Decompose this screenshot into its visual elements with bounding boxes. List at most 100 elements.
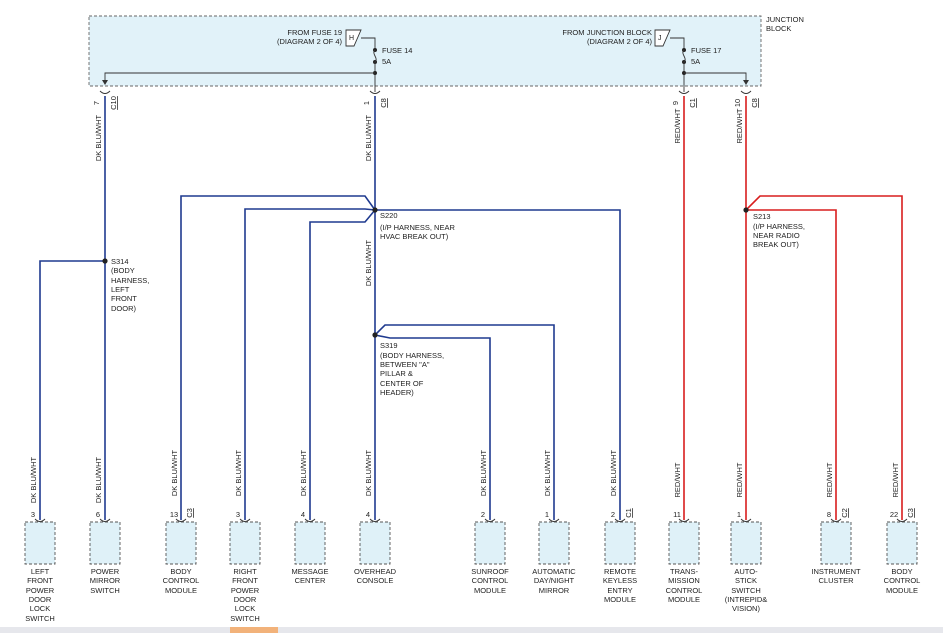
svg-text:DK BLU/WHT: DK BLU/WHT (234, 449, 243, 496)
svg-text:MODULE: MODULE (474, 586, 506, 595)
svg-text:ENTRY: ENTRY (607, 586, 632, 595)
svg-text:22: 22 (890, 510, 898, 519)
splice-s213: S213 (I/P HARNESS, NEAR RADIO BREAK OUT) (743, 207, 805, 249)
svg-text:DOOR): DOOR) (111, 304, 137, 313)
splice-s314: S314 (BODY HARNESS, LEFT FRONT DOOR) (102, 257, 149, 313)
svg-text:STICK: STICK (735, 576, 757, 585)
splice-s220: S220 (I/P HARNESS, NEAR HVAC BREAK OUT) (372, 207, 455, 241)
svg-text:13: 13 (170, 510, 178, 519)
svg-text:RED/WHT: RED/WHT (891, 462, 900, 497)
svg-text:KEYLESS: KEYLESS (603, 576, 637, 585)
svg-text:CENTER OF: CENTER OF (380, 379, 424, 388)
svg-text:FRONT: FRONT (27, 576, 53, 585)
svg-text:3: 3 (236, 510, 240, 519)
svg-text:(I/P HARNESS,: (I/P HARNESS, (753, 222, 805, 231)
svg-text:DK BLU/WHT: DK BLU/WHT (609, 449, 618, 496)
svg-text:RED/WHT: RED/WHT (673, 108, 682, 143)
svg-text:2: 2 (481, 510, 485, 519)
component-right-front-power-door-lock-switch: 3 RIGHT FRONT POWER DOOR LOCK SWITCH (229, 510, 261, 623)
source2-line2: (DIAGRAM 2 OF 4) (587, 37, 653, 46)
bottom-toolbar-accent (230, 627, 278, 633)
svg-text:MIRROR: MIRROR (539, 586, 570, 595)
component-instrument-cluster: 8 C2 INSTRUMENT CLUSTER (811, 508, 861, 585)
svg-text:LOCK: LOCK (235, 604, 255, 613)
source2-tag: J (658, 35, 662, 42)
svg-text:DK BLU/WHT: DK BLU/WHT (29, 456, 38, 503)
svg-text:SWITCH: SWITCH (230, 614, 260, 623)
svg-text:SWITCH: SWITCH (25, 614, 55, 623)
svg-text:1: 1 (545, 510, 549, 519)
svg-text:9: 9 (671, 101, 680, 105)
svg-text:CONSOLE: CONSOLE (357, 576, 394, 585)
svg-text:(BODY: (BODY (111, 266, 135, 275)
svg-text:MISSION: MISSION (668, 576, 700, 585)
source1-tag: H (349, 35, 354, 42)
top-connector-3: 9 C1 (671, 90, 697, 108)
svg-text:DK BLU/WHT: DK BLU/WHT (299, 449, 308, 496)
svg-text:BETWEEN "A": BETWEEN "A" (380, 360, 430, 369)
svg-text:LEFT: LEFT (31, 567, 50, 576)
svg-text:PILLAR &: PILLAR & (380, 369, 413, 378)
arrow-icon (743, 80, 749, 85)
svg-text:S220: S220 (380, 211, 398, 220)
component-transmission-control-module: 11 TRANS- MISSION CONTROL MODULE (666, 510, 703, 604)
svg-text:LOCK: LOCK (30, 604, 50, 613)
source2-connector-icon (654, 29, 671, 47)
svg-text:CENTER: CENTER (295, 576, 326, 585)
top-connector-2: 1 C8 (362, 90, 388, 108)
svg-text:BODY: BODY (170, 567, 191, 576)
svg-text:C8: C8 (750, 98, 759, 108)
svg-text:MODULE: MODULE (604, 595, 636, 604)
svg-text:RED/WHT: RED/WHT (825, 462, 834, 497)
svg-text:REMOTE: REMOTE (604, 567, 636, 576)
junction-block-label-2: BLOCK (766, 24, 791, 33)
svg-text:DK BLU/WHT: DK BLU/WHT (364, 449, 373, 496)
svg-text:AUTO-: AUTO- (734, 567, 758, 576)
svg-text:NEAR RADIO: NEAR RADIO (753, 231, 800, 240)
svg-text:MODULE: MODULE (165, 586, 197, 595)
svg-text:SWITCH: SWITCH (90, 586, 120, 595)
svg-text:C1: C1 (624, 508, 633, 518)
top-connector-1: 7 C10 (92, 90, 118, 110)
component-message-center: 4 MESSAGE CENTER (291, 510, 328, 585)
svg-text:DK BLU/WHT: DK BLU/WHT (543, 449, 552, 496)
svg-text:OVERHEAD: OVERHEAD (354, 567, 397, 576)
svg-text:3: 3 (31, 510, 35, 519)
fuse2-rating: 5A (691, 57, 700, 66)
component-overhead-console: 4 OVERHEAD CONSOLE (354, 510, 397, 585)
fuse1-rating: 5A (382, 57, 391, 66)
wire-labels: DK BLU/WHT DK BLU/WHT RED/WHT RED/WHT DK… (29, 108, 900, 503)
svg-text:BREAK OUT): BREAK OUT) (753, 240, 799, 249)
svg-text:CLUSTER: CLUSTER (818, 576, 854, 585)
red-wires (683, 96, 903, 520)
svg-text:DAY/NIGHT: DAY/NIGHT (534, 576, 575, 585)
component-left-front-power-door-lock-switch: 3 LEFT FRONT POWER DOOR LOCK SWITCH (24, 510, 56, 623)
component-body-control-module-left: 13 C3 BODY CONTROL MODULE (163, 508, 200, 595)
svg-text:VISION): VISION) (732, 604, 760, 613)
svg-text:TRANS-: TRANS- (670, 567, 698, 576)
svg-text:1: 1 (737, 510, 741, 519)
svg-text:HARNESS,: HARNESS, (111, 276, 149, 285)
svg-text:HVAC BREAK OUT): HVAC BREAK OUT) (380, 232, 449, 241)
component-automatic-day-night-mirror: 1 AUTOMATIC DAY/NIGHT MIRROR (532, 510, 576, 595)
svg-text:C2: C2 (840, 508, 849, 518)
svg-text:RED/WHT: RED/WHT (735, 462, 744, 497)
svg-text:MODULE: MODULE (668, 595, 700, 604)
svg-text:4: 4 (301, 510, 305, 519)
svg-text:(I/P HARNESS, NEAR: (I/P HARNESS, NEAR (380, 223, 455, 232)
svg-text:S319: S319 (380, 341, 398, 350)
svg-text:FRONT: FRONT (111, 294, 137, 303)
svg-text:RIGHT: RIGHT (233, 567, 257, 576)
svg-text:DK BLU/WHT: DK BLU/WHT (479, 449, 488, 496)
svg-text:S314: S314 (111, 257, 129, 266)
source1-connector-icon (345, 29, 362, 47)
svg-text:DOOR: DOOR (29, 595, 52, 604)
junction-block (88, 15, 762, 87)
svg-text:POWER: POWER (231, 586, 260, 595)
component-body-control-module-right: 22 C3 BODY CONTROL MODULE (884, 508, 921, 595)
component-sunroof-control-module: 2 SUNROOF CONTROL MODULE (471, 510, 509, 595)
fuse2-name: FUSE 17 (691, 46, 721, 55)
svg-text:7: 7 (92, 101, 101, 105)
svg-text:RED/WHT: RED/WHT (673, 462, 682, 497)
fuse1-name: FUSE 14 (382, 46, 412, 55)
